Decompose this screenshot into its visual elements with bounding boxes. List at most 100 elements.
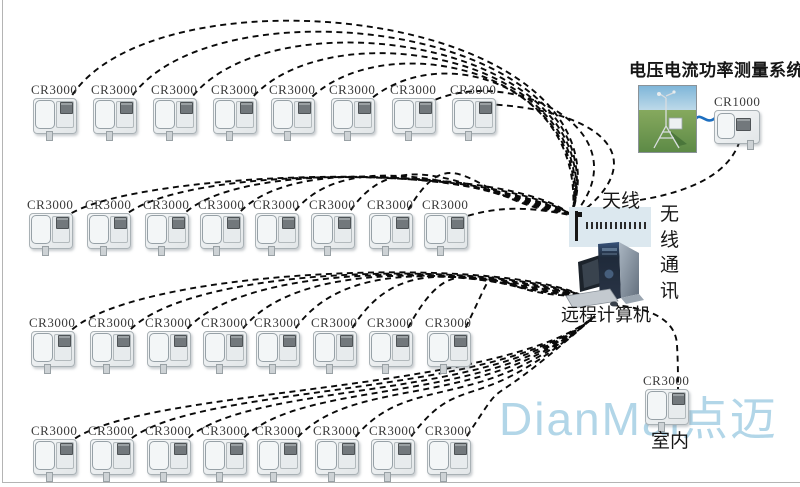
cr3000-device: CR3000 bbox=[29, 315, 75, 374]
antenna-element-tick bbox=[610, 222, 612, 229]
antenna-connector bbox=[117, 335, 130, 347]
cr3000-device: CR3000 bbox=[253, 197, 299, 256]
enclosure-door bbox=[717, 113, 735, 139]
cr3000-label: CR3000 bbox=[367, 315, 414, 330]
wireless-link bbox=[344, 173, 571, 220]
enclosure-foot bbox=[270, 472, 277, 482]
enclosure-door bbox=[429, 333, 449, 362]
wireless-link bbox=[66, 315, 596, 446]
wireless-link bbox=[457, 207, 571, 220]
cr3000-device: CR3000 bbox=[425, 315, 471, 374]
cr3000-device: CR3000 bbox=[145, 423, 191, 482]
cr3000-label: CR3000 bbox=[29, 315, 76, 330]
enclosure-door bbox=[35, 100, 55, 129]
enclosure-foot bbox=[465, 131, 472, 141]
cr3000-label: CR3000 bbox=[31, 82, 78, 97]
enclosure-door bbox=[215, 100, 235, 129]
enclosure-door bbox=[454, 100, 474, 129]
antenna-connector bbox=[227, 217, 240, 229]
cr3000-label: CR3000 bbox=[91, 82, 138, 97]
enclosure-foot bbox=[160, 364, 167, 374]
enclosure-foot bbox=[382, 246, 389, 256]
cr3000-label: CR3000 bbox=[201, 315, 248, 330]
enclosure-door bbox=[333, 100, 353, 129]
antenna-connector bbox=[60, 443, 73, 455]
cr3000-device: CR3000 bbox=[425, 423, 471, 482]
cr3000-device: CR3000 bbox=[31, 423, 77, 482]
antenna-connector bbox=[172, 217, 185, 229]
antenna-connector bbox=[479, 102, 492, 114]
antenna-rod-top bbox=[578, 212, 582, 217]
cr3000-device: CR3000 bbox=[201, 423, 247, 482]
antenna-connector bbox=[419, 102, 432, 114]
enclosure-door bbox=[31, 215, 51, 244]
page-border-bottom bbox=[2, 482, 800, 483]
antenna-element-tick bbox=[634, 222, 636, 229]
enclosure-foot bbox=[437, 246, 444, 256]
antenna-connector bbox=[342, 443, 355, 455]
cr3000-device: CR3000 bbox=[85, 197, 131, 256]
enclosure-foot bbox=[213, 246, 220, 256]
wireless-link bbox=[402, 276, 584, 338]
enclosure-foot bbox=[384, 472, 391, 482]
remote-computer-label: 远程计算机 bbox=[561, 305, 651, 325]
enclosure-foot bbox=[326, 364, 333, 374]
enclosure-foot bbox=[440, 472, 447, 482]
enclosure-foot bbox=[284, 131, 291, 141]
cr3000-device: CR3000 bbox=[450, 82, 496, 141]
enclosure-door bbox=[149, 333, 169, 362]
enclosure-door bbox=[257, 215, 277, 244]
cr3000-label: CR3000 bbox=[329, 82, 376, 97]
antenna-connector bbox=[338, 217, 351, 229]
antenna-connector bbox=[672, 393, 685, 405]
wireless-link bbox=[346, 275, 584, 338]
cr3000-label: CR3000 bbox=[422, 197, 469, 212]
antenna-connector bbox=[454, 443, 467, 455]
enclosure-door bbox=[371, 333, 391, 362]
cr3000-label: CR3000 bbox=[369, 423, 416, 438]
wireless-link bbox=[425, 90, 595, 212]
wireless-link bbox=[236, 274, 584, 338]
enclosure-door bbox=[92, 441, 112, 470]
wireless-link bbox=[180, 315, 596, 446]
indoor-label: 室内 bbox=[651, 431, 690, 452]
wireless-link bbox=[364, 72, 575, 212]
wireless-link bbox=[180, 273, 584, 338]
enclosure-door bbox=[205, 333, 225, 362]
antenna-connector bbox=[240, 102, 253, 114]
antenna-label: 天线 bbox=[602, 191, 641, 212]
antenna-connector bbox=[454, 335, 467, 347]
antenna-connector bbox=[180, 102, 193, 114]
enclosure-foot bbox=[103, 364, 110, 374]
antenna-element-tick bbox=[638, 222, 641, 229]
antenna-connector bbox=[282, 217, 295, 229]
wireless-link bbox=[404, 315, 596, 446]
enclosure-door bbox=[315, 333, 335, 362]
cr3000-label: CR3000 bbox=[143, 197, 190, 212]
enclosure-foot bbox=[44, 364, 51, 374]
cr3000-label: CR3000 bbox=[31, 423, 78, 438]
enclosure-door bbox=[258, 333, 278, 362]
antenna-connector bbox=[56, 217, 69, 229]
enclosure-foot bbox=[160, 472, 167, 482]
antenna-element-tick bbox=[629, 222, 632, 229]
antenna-connector bbox=[340, 335, 353, 347]
antenna-connector bbox=[298, 102, 311, 114]
antenna-connector bbox=[60, 102, 73, 114]
cr3000-device: CR3000 bbox=[88, 315, 134, 374]
enclosure-foot bbox=[226, 131, 233, 141]
weather-station-photo bbox=[638, 85, 697, 153]
remote-computer-illustration bbox=[558, 240, 650, 310]
antenna-connector bbox=[358, 102, 371, 114]
antenna-element-tick bbox=[619, 222, 622, 229]
wireless-link bbox=[126, 30, 578, 212]
antenna-connector bbox=[736, 118, 751, 131]
wireless-link bbox=[66, 19, 579, 212]
cr3000-label: CR3000 bbox=[88, 315, 135, 330]
cr3000-label: CR3000 bbox=[201, 423, 248, 438]
antenna-connector bbox=[120, 102, 133, 114]
enclosure-foot bbox=[106, 131, 113, 141]
cr3000-label: CR3000 bbox=[254, 315, 301, 330]
cr3000-device: CR3000 bbox=[211, 82, 257, 141]
